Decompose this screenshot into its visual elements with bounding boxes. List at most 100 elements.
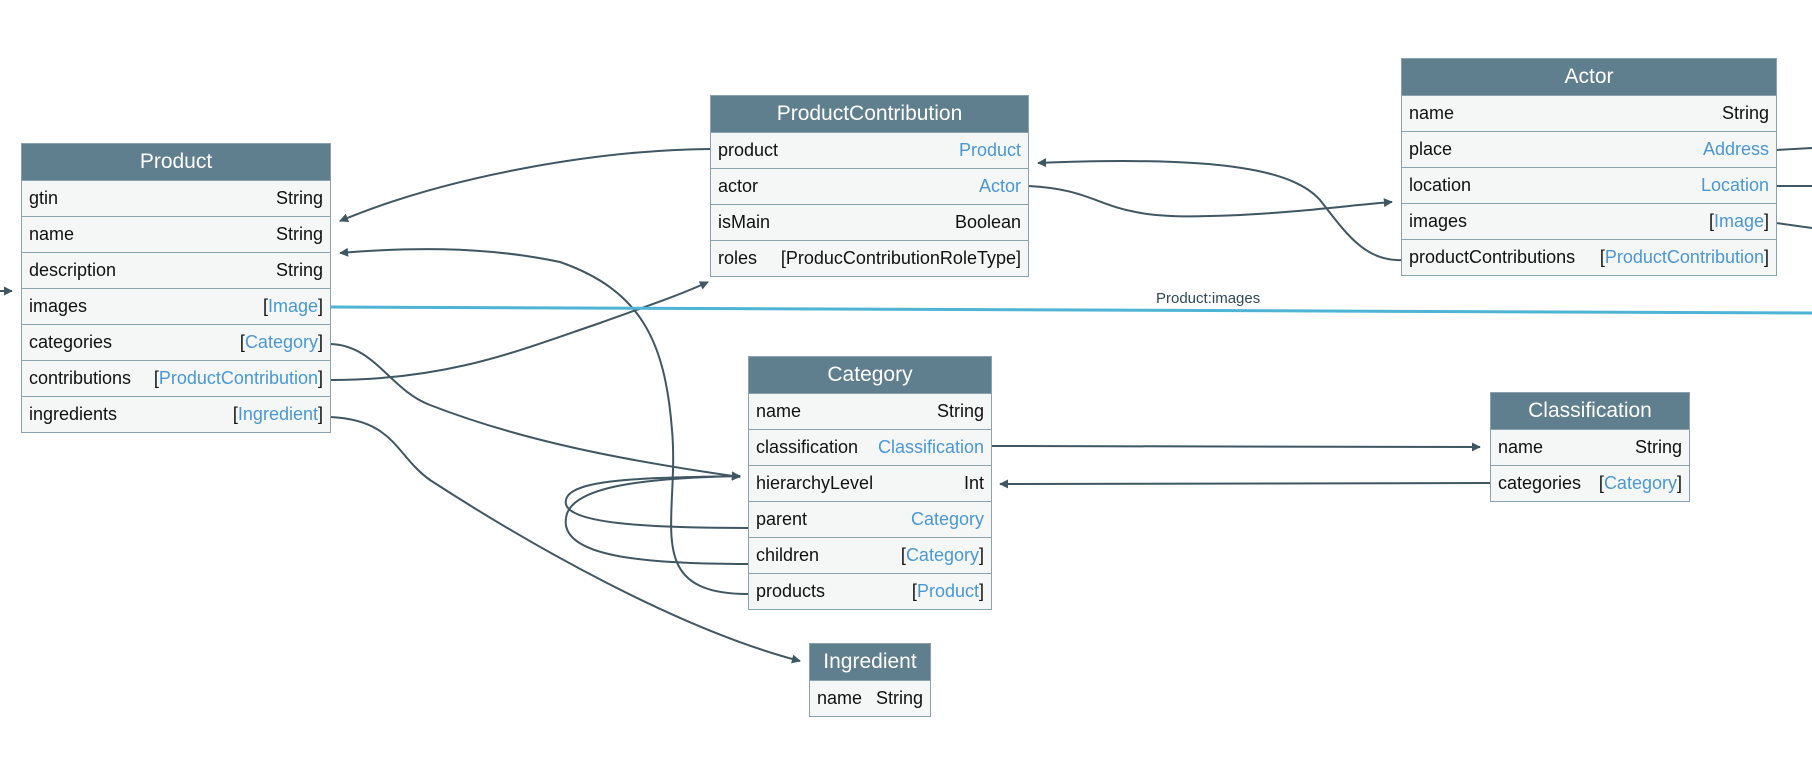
- field-name: classification: [756, 437, 859, 457]
- field-type[interactable]: [ProductContribution]: [1600, 247, 1769, 268]
- type-name: String: [275, 188, 323, 208]
- field-type[interactable]: Location: [1701, 175, 1769, 196]
- type-link[interactable]: Product: [958, 140, 1021, 160]
- field-type[interactable]: [Ingredient]: [233, 404, 323, 425]
- field-row[interactable]: products [Product]: [749, 573, 991, 609]
- type-link[interactable]: Address: [1702, 139, 1769, 159]
- list-bracket-close: ]: [978, 545, 984, 565]
- type-link[interactable]: Image: [267, 296, 318, 316]
- type-link[interactable]: Image: [1713, 211, 1764, 231]
- list-bracket-open: [: [900, 545, 906, 565]
- field-name: products: [756, 581, 826, 601]
- field-name: roles: [718, 248, 758, 268]
- type-link[interactable]: Classification: [877, 437, 984, 457]
- node-title: Category: [749, 357, 991, 393]
- type-link[interactable]: Location: [1700, 175, 1769, 195]
- field-type[interactable]: [Category]: [1599, 473, 1682, 494]
- type-link[interactable]: Actor: [978, 176, 1021, 196]
- field-row[interactable]: roles [ProducContributionRoleType]: [711, 240, 1028, 276]
- field-type[interactable]: [Image]: [1709, 211, 1769, 232]
- edge-category-children-self: [564, 471, 749, 565]
- list-bracket-open: [: [239, 332, 245, 352]
- list-bracket-open: [: [911, 581, 917, 601]
- field-row[interactable]: images[Image]: [1402, 203, 1776, 239]
- type-link[interactable]: Category: [910, 509, 984, 529]
- field-name: name: [29, 224, 75, 244]
- edge-product-contributions-to-contribution: [329, 281, 709, 381]
- type-link[interactable]: ProductContribution: [158, 368, 318, 388]
- field-name: contributions: [29, 368, 132, 388]
- edge-product-images-highlight: [329, 305, 1812, 315]
- type-name: String: [1634, 437, 1682, 457]
- list-bracket-close: ]: [1015, 248, 1021, 268]
- list-bracket-close: ]: [317, 332, 323, 352]
- type-link[interactable]: Category: [244, 332, 318, 352]
- list-bracket-open: [: [1708, 211, 1714, 231]
- list-bracket-close: ]: [317, 404, 323, 424]
- field-row[interactable]: categories [Category]: [1491, 465, 1689, 501]
- field-row[interactable]: parent Category: [749, 501, 991, 537]
- field-type[interactable]: [Category]: [240, 332, 323, 353]
- field-name: description: [29, 260, 117, 280]
- field-type: String: [1722, 103, 1769, 124]
- list-bracket-close: ]: [1763, 247, 1769, 267]
- field-row[interactable]: gtin String: [22, 180, 330, 216]
- field-row[interactable]: productContributions [ProductContribution…: [1402, 239, 1776, 275]
- node-title: Product: [22, 144, 330, 180]
- edge-contribution-actor-to-actor: [1027, 185, 1393, 218]
- field-type[interactable]: Product: [959, 140, 1021, 161]
- field-row[interactable]: name String: [1402, 95, 1776, 131]
- field-type[interactable]: [Category]: [901, 545, 984, 566]
- field-type: [ProducContributionRoleType]: [781, 248, 1021, 269]
- field-row[interactable]: children[Category]: [749, 537, 991, 573]
- field-type: String: [1635, 437, 1682, 458]
- type-link[interactable]: Category: [1603, 473, 1677, 493]
- field-row[interactable]: ingredients[Ingredient]: [22, 396, 330, 432]
- field-row[interactable]: categories[Category]: [22, 324, 330, 360]
- field-name: gtin: [29, 188, 59, 208]
- field-name: parent: [756, 509, 808, 529]
- type-link[interactable]: Category: [905, 545, 979, 565]
- field-name: name: [1409, 103, 1455, 123]
- field-type[interactable]: [ProductContribution]: [154, 368, 323, 389]
- field-type[interactable]: Category: [911, 509, 984, 530]
- type-link[interactable]: Ingredient: [237, 404, 318, 424]
- field-row[interactable]: classification Classification: [749, 429, 991, 465]
- list-bracket-open: [: [780, 248, 786, 268]
- node-title: Actor: [1402, 59, 1776, 95]
- list-bracket-close: ]: [1763, 211, 1769, 231]
- list-bracket-close: ]: [1676, 473, 1682, 493]
- field-row[interactable]: images[Image]: [22, 288, 330, 324]
- field-name: categories: [1498, 473, 1582, 493]
- field-type[interactable]: Actor: [979, 176, 1021, 197]
- field-type[interactable]: Address: [1703, 139, 1769, 160]
- field-type[interactable]: [Product]: [912, 581, 984, 602]
- field-row[interactable]: contributions [ProductContribution]: [22, 360, 330, 396]
- field-type[interactable]: [Image]: [263, 296, 323, 317]
- field-name: productContributions: [1409, 247, 1576, 267]
- list-bracket-open: [: [1599, 247, 1605, 267]
- type-link[interactable]: ProductContribution: [1604, 247, 1764, 267]
- edge-label-product-images: Product:images: [1156, 290, 1261, 307]
- edge-actor-images-offscreen: [1775, 222, 1812, 229]
- type-link[interactable]: Product: [916, 581, 979, 601]
- type-name: String: [875, 688, 923, 708]
- field-type[interactable]: Classification: [878, 437, 984, 458]
